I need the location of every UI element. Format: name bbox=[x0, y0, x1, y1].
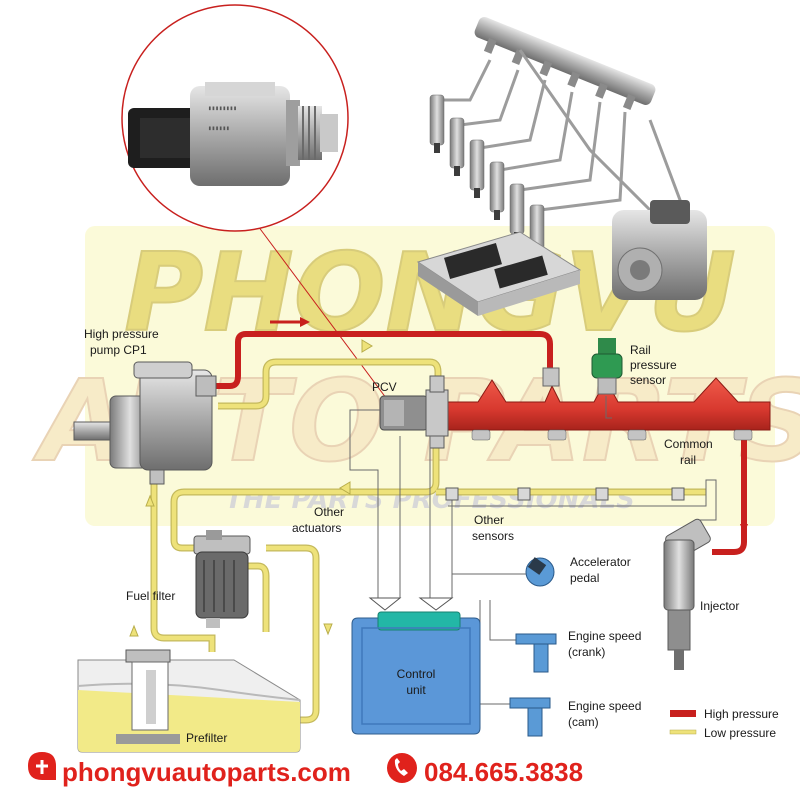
labels: High pressure pump CP1 PCV Rail pressure… bbox=[84, 327, 739, 745]
injector-row bbox=[429, 94, 545, 256]
pcv-valve bbox=[379, 375, 449, 449]
legend-low-swatch bbox=[669, 729, 697, 735]
fuel-tank bbox=[77, 649, 301, 753]
common-rail-assembly-photo bbox=[416, 16, 707, 316]
crank-label-1: Engine speed bbox=[568, 629, 641, 643]
fuel-filter bbox=[193, 530, 251, 628]
hp-arrow-down bbox=[740, 524, 748, 534]
lp-flow-arrows bbox=[129, 339, 373, 637]
accel-label-2: pedal bbox=[570, 571, 599, 585]
phone-icon bbox=[387, 753, 417, 783]
legend-high-swatch bbox=[670, 710, 696, 717]
common-rail bbox=[447, 367, 771, 441]
crank-label-2: (crank) bbox=[568, 645, 605, 659]
control-unit-label-2: unit bbox=[406, 683, 426, 697]
footer-phone[interactable]: 084.665.3838 bbox=[424, 757, 583, 787]
pcv-label: PCV bbox=[372, 380, 397, 394]
prefilter-label: Prefilter bbox=[186, 731, 227, 745]
crank-sensor bbox=[515, 633, 557, 673]
control-unit: Control unit bbox=[351, 611, 481, 735]
legend-high-label: High pressure bbox=[704, 707, 779, 721]
legend: High pressure Low pressure bbox=[669, 707, 779, 740]
high-pressure-pump bbox=[73, 361, 217, 485]
lp-lines bbox=[151, 359, 706, 723]
other-actuators-label-2: actuators bbox=[292, 521, 341, 535]
other-sensors-label-1: Other bbox=[474, 513, 504, 527]
rail-pressure-sensor bbox=[591, 338, 623, 395]
rail-sensor-label-3: sensor bbox=[630, 373, 666, 387]
common-rail-label-1: Common bbox=[664, 437, 713, 451]
brand-logo-icon bbox=[28, 752, 56, 780]
fuel-filter-label: Fuel filter bbox=[126, 589, 175, 603]
injector bbox=[663, 518, 711, 670]
pcv-zoom-callout: ▮▮▮▮▮▮▮▮ ▮▮▮▮▮▮ bbox=[121, 4, 396, 411]
actuator-input-arrow bbox=[368, 597, 402, 611]
other-sensors-label-2: sensors bbox=[472, 529, 514, 543]
ecu-photo bbox=[416, 231, 582, 316]
control-unit-label-1: Control bbox=[397, 667, 436, 681]
cam-label-1: Engine speed bbox=[568, 699, 641, 713]
rail-sensor-label-1: Rail bbox=[630, 343, 651, 357]
injector-label: Injector bbox=[700, 599, 739, 613]
sensor-input-arrow bbox=[418, 597, 454, 611]
hp-line-injector bbox=[712, 435, 747, 555]
pcv-valve-photo: ▮▮▮▮▮▮▮▮ ▮▮▮▮▮▮ bbox=[128, 82, 338, 186]
accelerator-pedal bbox=[525, 557, 555, 587]
bus-connectors bbox=[445, 487, 685, 501]
legend-low-label: Low pressure bbox=[704, 726, 776, 740]
other-actuators-label-1: Other bbox=[314, 505, 344, 519]
pump-label-1: High pressure bbox=[84, 327, 159, 341]
accel-label-1: Accelerator bbox=[570, 555, 631, 569]
footer: phongvuautoparts.com 084.665.3838 bbox=[28, 752, 583, 787]
rail-sensor-label-2: pressure bbox=[630, 358, 677, 372]
svg-text:▮▮▮▮▮▮▮▮: ▮▮▮▮▮▮▮▮ bbox=[208, 105, 237, 112]
signal-wires bbox=[349, 396, 717, 705]
footer-website[interactable]: phongvuautoparts.com bbox=[62, 757, 351, 787]
svg-text:▮▮▮▮▮▮: ▮▮▮▮▮▮ bbox=[208, 125, 230, 132]
pump-photo bbox=[612, 200, 707, 300]
common-rail-label-2: rail bbox=[680, 453, 696, 467]
cam-sensor bbox=[509, 697, 551, 737]
hp-line-pump-to-rail bbox=[208, 331, 553, 389]
callout-leader-line bbox=[254, 221, 396, 411]
pump-label-2: pump CP1 bbox=[90, 343, 147, 357]
cam-label-2: (cam) bbox=[568, 715, 599, 729]
